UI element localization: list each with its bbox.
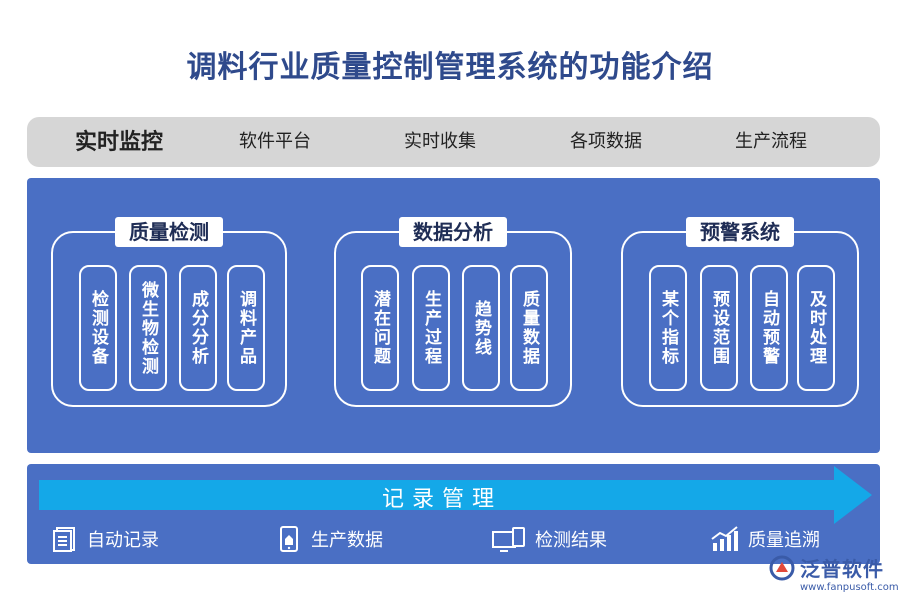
record-panel: 记录管理 自动记录 生产数据 检测结果 — [27, 464, 880, 564]
record-arrow — [39, 466, 872, 524]
item-auto-warning: 自动预警 — [750, 265, 788, 391]
top-item-production-flow: 生产流程 — [735, 131, 807, 152]
feature-auto-record: 自动记录 — [51, 522, 159, 556]
group-warning-system: 预警系统 某个指标 预设范围 自动预警 及时处理 — [621, 217, 859, 407]
watermark-url: www.fanpusoft.com — [800, 582, 899, 593]
document-icon — [53, 527, 75, 552]
feature-label: 自动记录 — [87, 530, 159, 551]
top-bar: 实时监控 软件平台 实时收集 各项数据 生产流程 — [27, 117, 880, 167]
group-quality-inspection: 质量检测 检测设备 微生物检测 成分分析 调料产品 — [51, 217, 287, 407]
top-item-realtime-collect: 实时收集 — [404, 131, 476, 152]
feature-label: 检测结果 — [535, 530, 607, 551]
watermark-name: 泛普软件 — [800, 557, 884, 581]
item-certain-indicator: 某个指标 — [649, 265, 687, 391]
item-preset-range: 预设范围 — [700, 265, 738, 391]
top-item-various-data: 各项数据 — [570, 131, 642, 152]
item-production-process: 生产过程 — [412, 265, 450, 391]
item-quality-data: 质量数据 — [510, 265, 548, 391]
watermark-logo: 泛普软件 — [768, 553, 884, 582]
record-management-label: 记录管理 — [381, 487, 502, 512]
feature-production-data: 生产数据 — [275, 522, 383, 556]
item-timely-handling: 及时处理 — [797, 265, 835, 391]
feature-quality-trace: 质量追溯 — [710, 522, 820, 556]
function-panel: 质量检测 检测设备 微生物检测 成分分析 调料产品 数据分析 潜在问题 生产过程… — [27, 178, 880, 453]
item-microbial-test: 微生物检测 — [129, 265, 167, 391]
feature-label: 质量追溯 — [748, 530, 820, 551]
monitor-icon — [492, 527, 525, 552]
group-label-data-analysis: 数据分析 — [399, 217, 507, 247]
feature-inspection-result: 检测结果 — [491, 522, 607, 556]
page-title: 调料行业质量控制管理系统的功能介绍 — [186, 50, 714, 85]
item-inspection-equipment: 检测设备 — [79, 265, 117, 391]
group-data-analysis: 数据分析 潜在问题 生产过程 趋势线 质量数据 — [334, 217, 572, 407]
group-label-warning-system: 预警系统 — [686, 217, 794, 247]
bar-chart-icon — [711, 526, 738, 551]
item-trend-line: 趋势线 — [462, 265, 500, 391]
fanpu-logo-icon — [769, 555, 795, 580]
item-potential-problems: 潜在问题 — [361, 265, 399, 391]
group-label-quality-inspection: 质量检测 — [115, 217, 223, 247]
item-seasoning-product: 调料产品 — [227, 265, 265, 391]
feature-label: 生产数据 — [311, 530, 383, 551]
tablet-icon — [280, 526, 298, 552]
item-composition-analysis: 成分分析 — [179, 265, 217, 391]
top-item-realtime-monitor: 实时监控 — [75, 129, 164, 155]
top-item-software-platform: 软件平台 — [239, 131, 311, 152]
